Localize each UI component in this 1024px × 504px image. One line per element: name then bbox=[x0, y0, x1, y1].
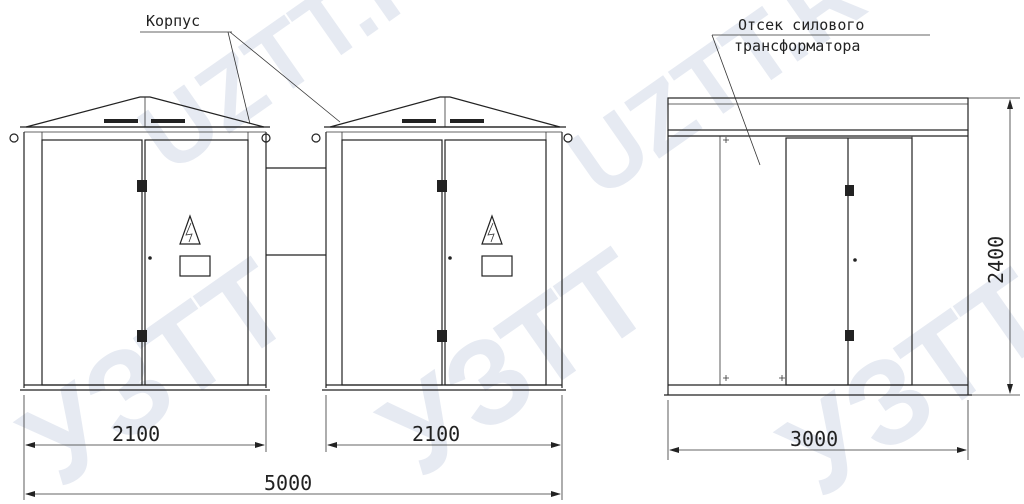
lifting-lug bbox=[311, 133, 321, 143]
dimension-lines bbox=[23, 97, 1020, 500]
dim-label-left: 2100 bbox=[112, 422, 160, 446]
side-view bbox=[664, 97, 972, 396]
dim-label-side: 3000 bbox=[790, 427, 838, 451]
callouts: Корпус Отсек силового трансформатора bbox=[140, 12, 930, 166]
nameplate bbox=[481, 255, 513, 277]
watermark-cyrillic-2: УЗТТ bbox=[358, 224, 674, 501]
dim-label-height: 2400 bbox=[984, 236, 1008, 284]
lifting-lug bbox=[9, 133, 19, 143]
high-voltage-warning-icon bbox=[179, 214, 201, 245]
module-connector bbox=[266, 167, 326, 256]
dim-label-total: 5000 bbox=[264, 471, 312, 495]
high-voltage-warning-icon bbox=[481, 214, 503, 245]
middle-module bbox=[311, 96, 573, 391]
nameplate bbox=[179, 255, 211, 277]
middle-vents bbox=[402, 119, 484, 123]
dimension-labels: 2100 2100 5000 3000 2400 bbox=[112, 236, 1008, 495]
left-module bbox=[9, 96, 271, 391]
lifting-lug bbox=[563, 133, 573, 143]
label-korpus: Корпус bbox=[146, 12, 200, 30]
watermark-cyrillic-1: УЗТТ bbox=[0, 234, 314, 504]
side-roof bbox=[667, 97, 969, 131]
label-otsek-line1: Отсек силового bbox=[738, 16, 864, 34]
left-vents bbox=[104, 119, 185, 123]
label-otsek-line2: трансформатора bbox=[734, 37, 860, 55]
dim-label-middle: 2100 bbox=[412, 422, 460, 446]
